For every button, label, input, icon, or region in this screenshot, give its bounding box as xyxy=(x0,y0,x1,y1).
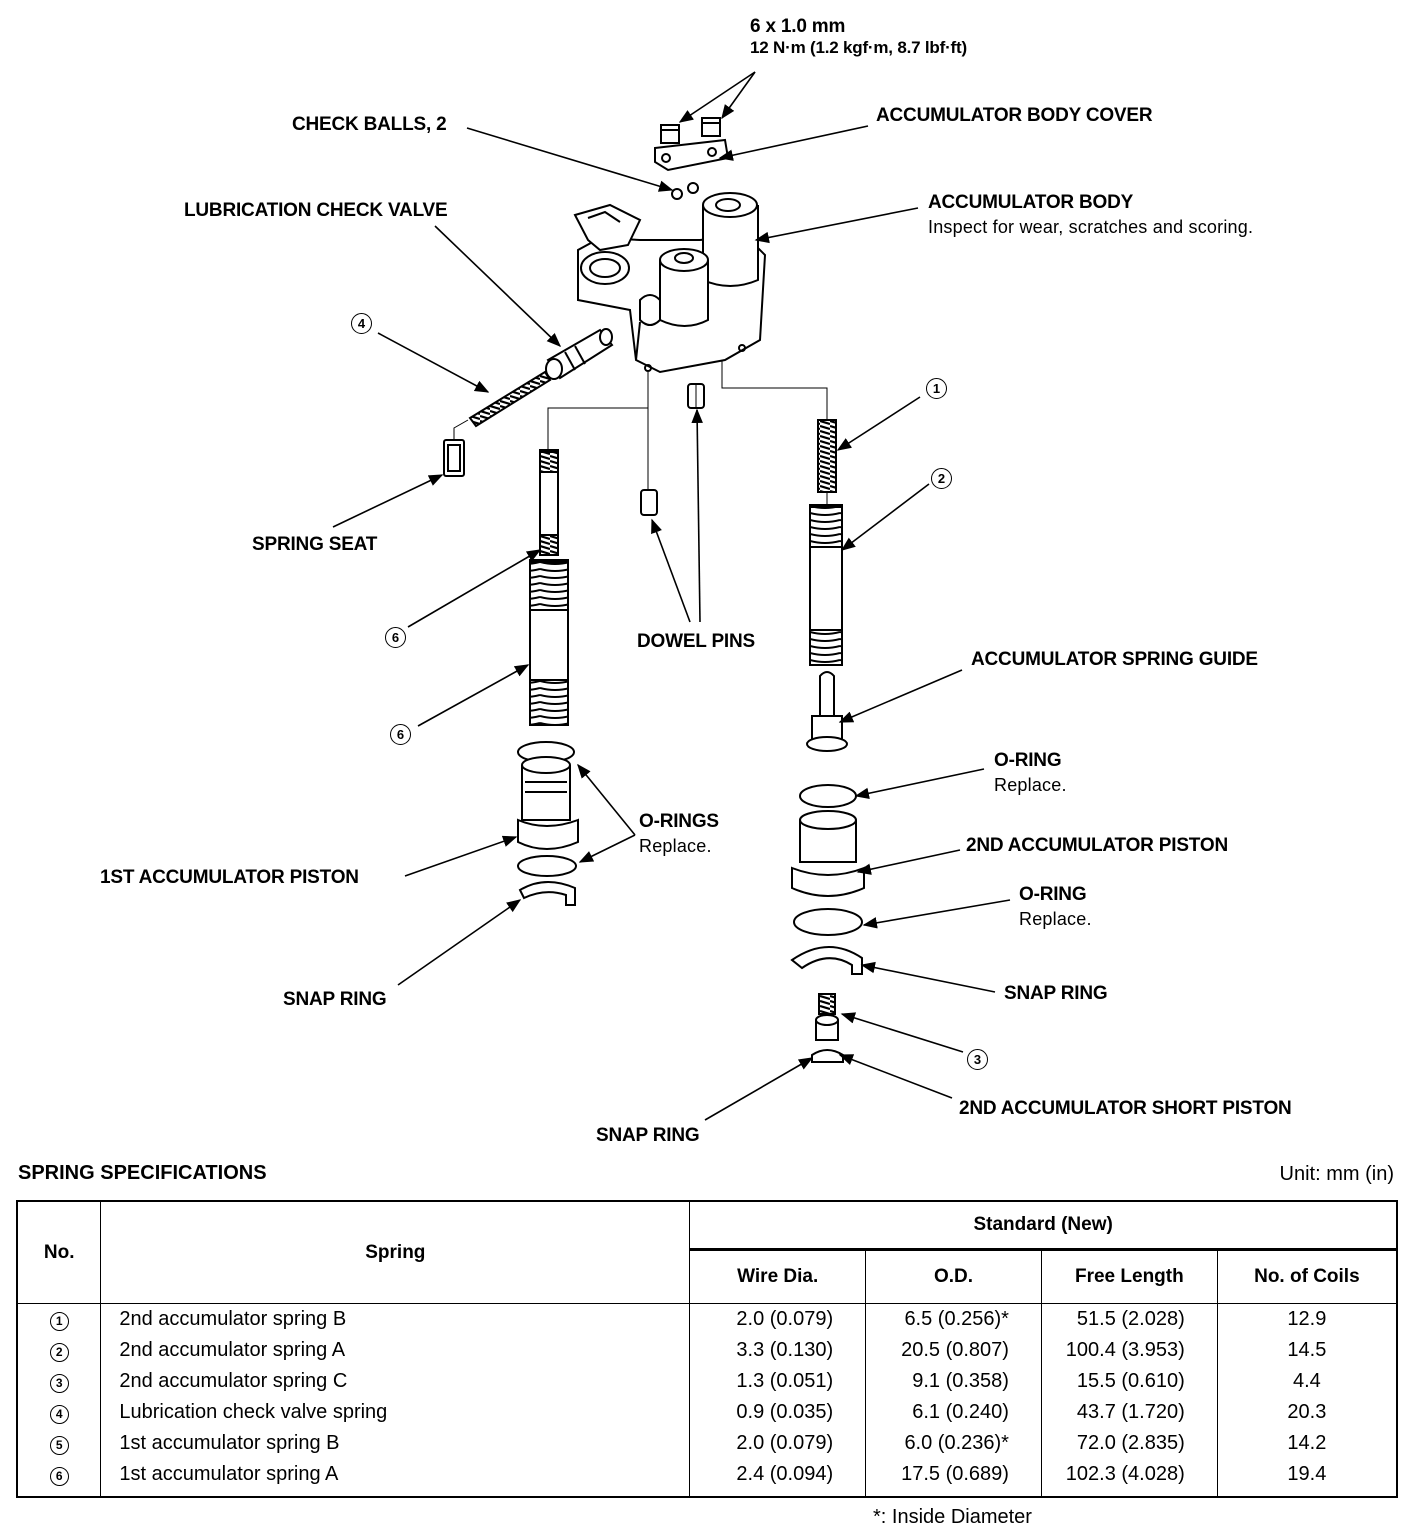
snap-ring-right-label: SNAP RING xyxy=(1004,983,1108,1004)
od-value: 6.1 (0.240) xyxy=(865,1397,1042,1428)
coil-count: 14.2 xyxy=(1216,1428,1398,1459)
wire-dia: 3.3 (0.130) xyxy=(689,1335,867,1366)
first-accumulator-spring-a xyxy=(529,559,569,726)
header-wire-dia: Wire Dia. xyxy=(689,1249,867,1304)
dowel-pins-label: DOWEL PINS xyxy=(637,631,755,652)
bolt-size-label: 6 x 1.0 mm xyxy=(750,16,846,37)
header-coils: No. of Coils xyxy=(1216,1249,1398,1304)
lubrication-check-valve xyxy=(545,328,614,380)
o-rings-label: O-RINGS xyxy=(639,811,719,832)
od-value: 6.5 (0.256)* xyxy=(865,1303,1042,1335)
od-value: 6.0 (0.236)* xyxy=(865,1428,1042,1459)
table-row: 2 2nd accumulator spring A 3.3 (0.130) 2… xyxy=(16,1335,1398,1366)
accumulator-spring-guide-label: ACCUMULATOR SPRING GUIDE xyxy=(971,649,1258,670)
header-no: No. xyxy=(16,1200,102,1304)
o-ring-note: Replace. xyxy=(994,775,1067,795)
second-accumulator-short-piston-part xyxy=(811,1014,844,1063)
row-number: 5 xyxy=(49,1436,69,1455)
exploded-diagram: 6 x 1.0 mm 12 N·m (1.2 kgf·m, 8.7 lbf·ft… xyxy=(100,16,1292,1146)
row-number: 4 xyxy=(49,1405,69,1424)
row-number: 1 xyxy=(49,1312,69,1331)
table-row: 1 2nd accumulator spring B 2.0 (0.079) 6… xyxy=(16,1303,1398,1335)
accumulator-body-cover-label: ACCUMULATOR BODY COVER xyxy=(876,105,1153,126)
free-length: 72.0 (2.835) xyxy=(1040,1428,1218,1459)
callout-1: 1 xyxy=(926,378,947,399)
free-length: 100.4 (3.953) xyxy=(1040,1335,1218,1366)
spring-specifications-table: No. Spring Standard (New) Wire Dia. O.D.… xyxy=(16,1200,1398,1498)
check-ball xyxy=(671,188,683,200)
spring-name: 2nd accumulator spring C xyxy=(100,1366,691,1397)
coil-count: 20.3 xyxy=(1216,1397,1398,1428)
spring-specifications-title: SPRING SPECIFICATIONS xyxy=(18,1162,267,1184)
spring-name: 2nd accumulator spring B xyxy=(100,1303,691,1335)
row-number: 3 xyxy=(49,1374,69,1393)
callout-6a: 6 xyxy=(385,627,406,648)
o-ring-label: O-RING xyxy=(994,750,1062,771)
free-length: 15.5 (0.610) xyxy=(1040,1366,1218,1397)
callout-3: 3 xyxy=(967,1049,988,1070)
table-row: 6 1st accumulator spring A 2.4 (0.094) 1… xyxy=(16,1459,1398,1497)
row-number: 6 xyxy=(49,1467,69,1486)
wire-dia: 2.4 (0.094) xyxy=(689,1459,867,1497)
spring-name: 2nd accumulator spring A xyxy=(100,1335,691,1366)
coil-count: 4.4 xyxy=(1216,1366,1398,1397)
diagram-artwork xyxy=(332,71,1011,1121)
callout-2: 2 xyxy=(931,468,952,489)
accumulator-body-label: ACCUMULATOR BODY xyxy=(928,192,1134,213)
accumulator-spring-guide-part xyxy=(806,671,848,752)
spring-name: 1st accumulator spring A xyxy=(100,1459,691,1497)
accumulator-body xyxy=(573,192,767,374)
wire-dia: 2.0 (0.079) xyxy=(689,1303,867,1335)
snap-ring-left-label: SNAP RING xyxy=(283,989,387,1010)
unit-label: Unit: mm (in) xyxy=(1279,1163,1394,1185)
spring-name: Lubrication check valve spring xyxy=(100,1397,691,1428)
header-free-length: Free Length xyxy=(1040,1249,1218,1304)
snap-ring-bottom-label: SNAP RING xyxy=(596,1125,700,1146)
lubrication-check-valve-label: LUBRICATION CHECK VALVE xyxy=(184,200,448,221)
callout-4: 4 xyxy=(351,313,372,334)
spring-seat-part xyxy=(443,439,465,477)
coil-count: 14.5 xyxy=(1216,1335,1398,1366)
header-standard: Standard (New) xyxy=(689,1200,1398,1251)
spring-seat-label: SPRING SEAT xyxy=(252,534,378,555)
free-length: 43.7 (1.720) xyxy=(1040,1397,1218,1428)
second-accumulator-spring-c xyxy=(818,993,836,1015)
coil-count: 19.4 xyxy=(1216,1459,1398,1497)
check-balls-label: CHECK BALLS, 2 xyxy=(292,114,447,135)
od-value: 20.5 (0.807) xyxy=(865,1335,1042,1366)
row-number: 2 xyxy=(49,1343,69,1362)
wire-dia: 0.9 (0.035) xyxy=(689,1397,867,1428)
free-length: 102.3 (4.028) xyxy=(1040,1459,1218,1497)
second-accumulator-spring-b xyxy=(817,419,837,493)
first-accumulator-piston-part xyxy=(517,741,579,906)
accumulator-body-note: Inspect for wear, scratches and scoring. xyxy=(928,217,1254,237)
wire-dia: 1.3 (0.051) xyxy=(689,1366,867,1397)
wire-dia: 2.0 (0.079) xyxy=(689,1428,867,1459)
free-length: 51.5 (2.028) xyxy=(1040,1303,1218,1335)
spring-name: 1st accumulator spring B xyxy=(100,1428,691,1459)
first-accumulator-piston-label: 1ST ACCUMULATOR PISTON xyxy=(100,867,359,888)
torque-label: 12 N·m (1.2 kgf·m, 8.7 lbf·ft) xyxy=(750,38,967,57)
table-row: 5 1st accumulator spring B 2.0 (0.079) 6… xyxy=(16,1428,1398,1459)
check-ball xyxy=(687,182,699,194)
second-accumulator-piston-label: 2ND ACCUMULATOR PISTON xyxy=(966,835,1228,856)
dowel-pin-lower xyxy=(640,489,658,516)
od-value: 17.5 (0.689) xyxy=(865,1459,1042,1497)
table-row: 3 2nd accumulator spring C 1.3 (0.051) 9… xyxy=(16,1366,1398,1397)
header-od: O.D. xyxy=(865,1249,1042,1304)
second-accumulator-short-piston-label: 2ND ACCUMULATOR SHORT PISTON xyxy=(959,1098,1292,1119)
table-row: 4 Lubrication check valve spring 0.9 (0.… xyxy=(16,1397,1398,1428)
o-ring-2-note: Replace. xyxy=(1019,909,1092,929)
lubrication-check-valve-spring xyxy=(468,370,552,428)
od-value: 9.1 (0.358) xyxy=(865,1366,1042,1397)
footnote: *: Inside Diameter xyxy=(873,1506,1032,1528)
second-accumulator-piston-part xyxy=(790,784,865,975)
second-accumulator-spring-a xyxy=(809,504,843,666)
callout-6b: 6 xyxy=(390,724,411,745)
header-spring: Spring xyxy=(100,1200,691,1304)
accumulator-body-cover xyxy=(654,117,730,172)
coil-count: 12.9 xyxy=(1216,1303,1398,1335)
o-ring-2-label: O-RING xyxy=(1019,884,1087,905)
o-rings-note: Replace. xyxy=(639,836,712,856)
